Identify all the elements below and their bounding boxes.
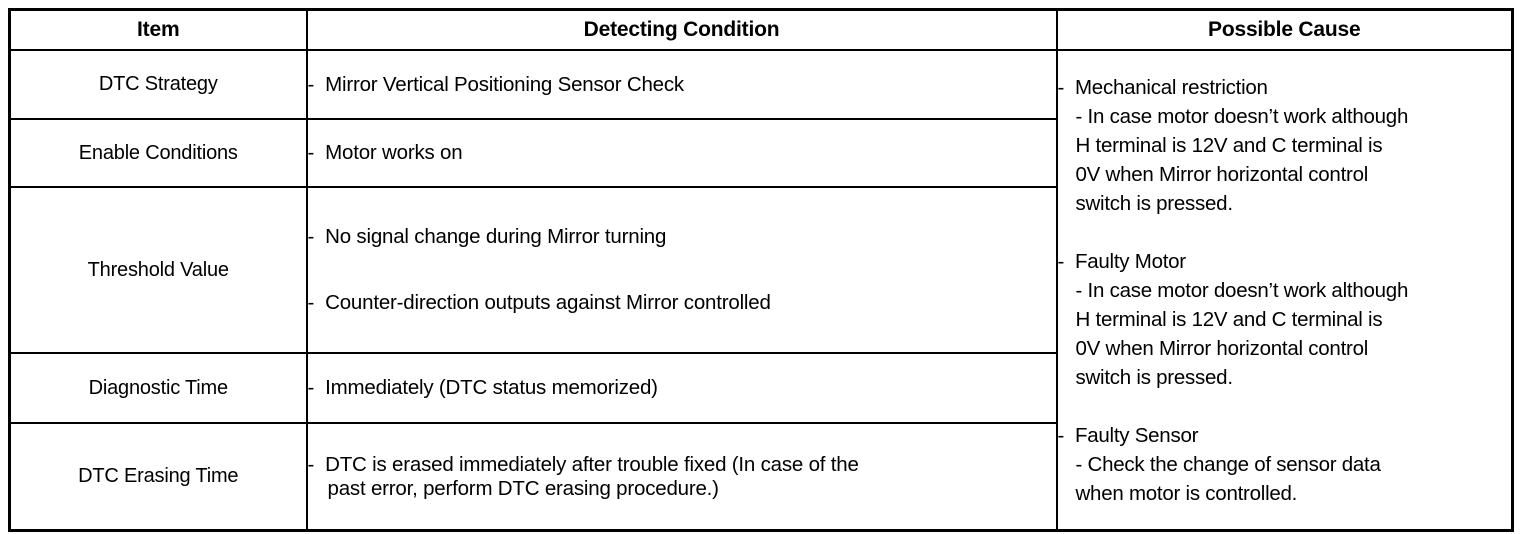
possible-cause-detail-line: H terminal is 12V and C terminal is [1075, 307, 1383, 331]
possible-cause-block-mechanical-restriction: - Mechanical restriction - In case motor… [1058, 73, 1512, 218]
possible-cause-detail-line: - In case motor doesn’t work although [1075, 104, 1409, 128]
possible-cause-detail-line: - Check the change of sensor data [1075, 452, 1381, 476]
item-label-dtc-erasing-time: DTC Erasing Time [8, 422, 308, 532]
possible-cause-detail-line: switch is pressed. [1075, 191, 1234, 215]
possible-cause-detail-line: 0V when Mirror horizontal control [1075, 162, 1369, 186]
possible-cause-cell: - Mechanical restriction - In case motor… [1055, 49, 1514, 532]
condition-cell-diagnostic-time: - Immediately (DTC status memorized) [305, 352, 1058, 424]
column-header-possible-cause: Possible Cause [1055, 8, 1513, 51]
possible-cause-detail-line: 0V when Mirror horizontal control [1075, 336, 1369, 360]
item-label-enable-conditions: Enable Conditions [8, 118, 308, 188]
table-row-enable-conditions: Enable Conditions - Motor works on [8, 118, 1513, 188]
possible-cause-heading: - Faulty Sensor [1057, 423, 1199, 447]
condition-cell-threshold-value: - No signal change during Mirror turning… [305, 186, 1058, 354]
condition-line: - Motor works on [307, 141, 463, 164]
column-header-item: Item [9, 8, 308, 51]
condition-line: past error, perform DTC erasing procedur… [327, 476, 720, 500]
condition-line: - Immediately (DTC status memorized) [307, 376, 658, 399]
condition-line: - No signal change during Mirror turning [307, 225, 667, 248]
condition-line: - Mirror Vertical Positioning Sensor Che… [307, 72, 685, 96]
item-label-dtc-strategy: DTC Strategy [8, 49, 308, 120]
possible-cause-heading: - Mechanical restriction [1057, 75, 1268, 99]
spacer [308, 249, 1056, 291]
possible-cause-block-faulty-sensor: - Faulty Sensor - Check the change of se… [1058, 421, 1512, 508]
possible-cause-detail-line: H terminal is 12V and C terminal is [1075, 133, 1383, 157]
table-row-diagnostic-time: Diagnostic Time - Immediately (DTC statu… [8, 352, 1513, 424]
column-header-detecting-condition: Detecting Condition [305, 8, 1058, 51]
possible-cause-detail-line: - In case motor doesn’t work although [1075, 278, 1409, 302]
item-label-threshold-value: Threshold Value [8, 186, 308, 354]
condition-cell-dtc-erasing-time: - DTC is erased immediately after troubl… [305, 422, 1058, 532]
dtc-diagnostic-table: Item Detecting Condition Possible Cause … [8, 8, 1514, 532]
possible-cause-block-faulty-motor: - Faulty Motor - In case motor doesn’t w… [1058, 247, 1512, 392]
table-row-dtc-erasing-time: DTC Erasing Time - DTC is erased immedia… [8, 422, 1513, 532]
condition-cell-dtc-strategy: - Mirror Vertical Positioning Sensor Che… [305, 49, 1058, 120]
table-header-row: Item Detecting Condition Possible Cause [9, 8, 1513, 51]
condition-line: - DTC is erased immediately after troubl… [307, 452, 859, 476]
possible-cause-detail-line: when motor is controlled. [1075, 481, 1298, 505]
condition-cell-enable-conditions: - Motor works on [305, 118, 1058, 188]
item-label-diagnostic-time: Diagnostic Time [8, 352, 308, 424]
condition-line: - Counter-direction outputs against Mirr… [307, 291, 771, 314]
table-row-threshold-value: Threshold Value - No signal change durin… [8, 186, 1513, 354]
possible-cause-heading: - Faulty Motor [1057, 249, 1187, 273]
table-row-dtc-strategy: DTC Strategy - Mirror Vertical Positioni… [8, 49, 1514, 532]
possible-cause-detail-line: switch is pressed. [1075, 365, 1234, 389]
